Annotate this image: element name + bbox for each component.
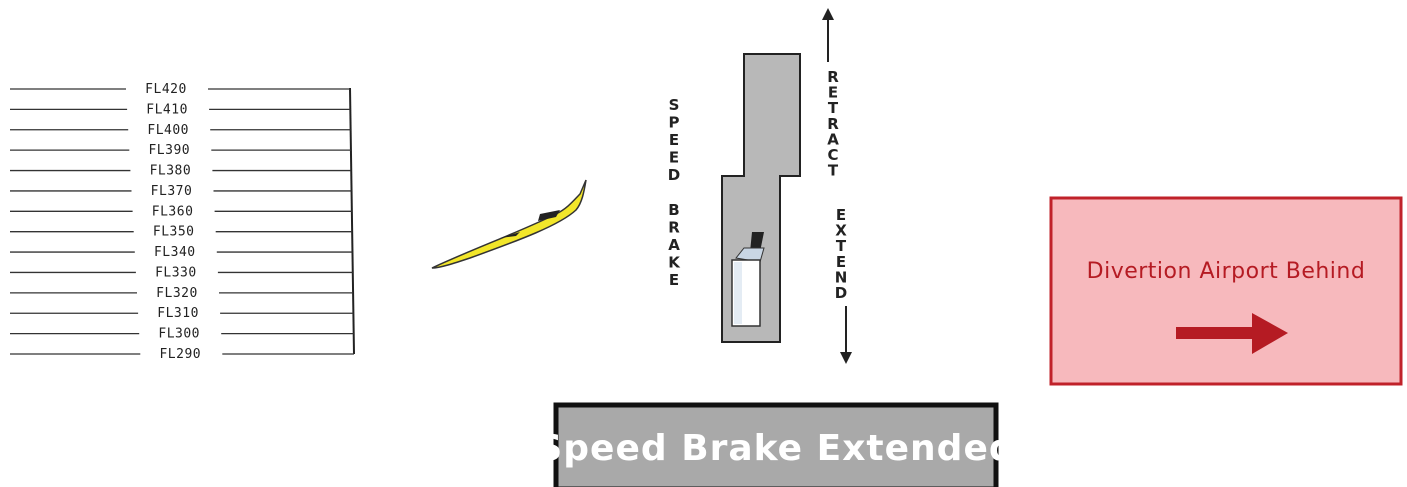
speed-brake-letter: D [668,166,680,184]
status-banner-text: Speed Brake Extended [536,428,1015,469]
speed-brake-letter: A [668,236,680,254]
speed-brake-letter: K [668,254,681,272]
altitude-label: FL370 [151,184,193,199]
speed-brake-letter: E [669,271,679,289]
speed-brake-letter: S [669,96,680,114]
altitude-label: FL380 [150,164,192,179]
status-banner: Speed Brake Extended [536,405,1015,487]
aircraft-icon [432,180,586,268]
speed-brake-panel [722,54,800,342]
altitude-scale-axis [350,88,354,354]
altitude-label: FL350 [153,225,195,240]
altitude-label: FL340 [154,245,196,260]
altitude-label: FL410 [146,102,188,117]
speed-brake-letter: E [669,131,679,149]
arrow-up-icon [822,8,834,20]
altitude-label: FL420 [145,82,187,97]
altitude-label: FL320 [156,286,198,301]
speed-brake-letter: R [668,219,680,237]
speed-brake-letter: E [669,149,679,167]
altitude-scale: FL420FL410FL400FL390FL380FL370FL360FL350… [10,82,354,362]
altitude-label: FL360 [152,204,194,219]
diversion-alert: Divertion Airport Behind [1051,198,1401,384]
altitude-label: FL310 [157,306,199,321]
altitude-label: FL290 [159,347,201,362]
altitude-label: FL400 [147,123,189,138]
arrow-down-icon [840,352,852,364]
altitude-label: FL330 [155,265,197,280]
altitude-label: FL390 [148,143,190,158]
speed-brake-letter: P [669,114,680,132]
speed-brake-letter: B [668,201,679,219]
extend-letter: D [835,284,847,302]
altitude-label: FL300 [158,327,200,342]
retract-letter: T [828,162,839,180]
alert-title: Divertion Airport Behind [1087,259,1366,284]
